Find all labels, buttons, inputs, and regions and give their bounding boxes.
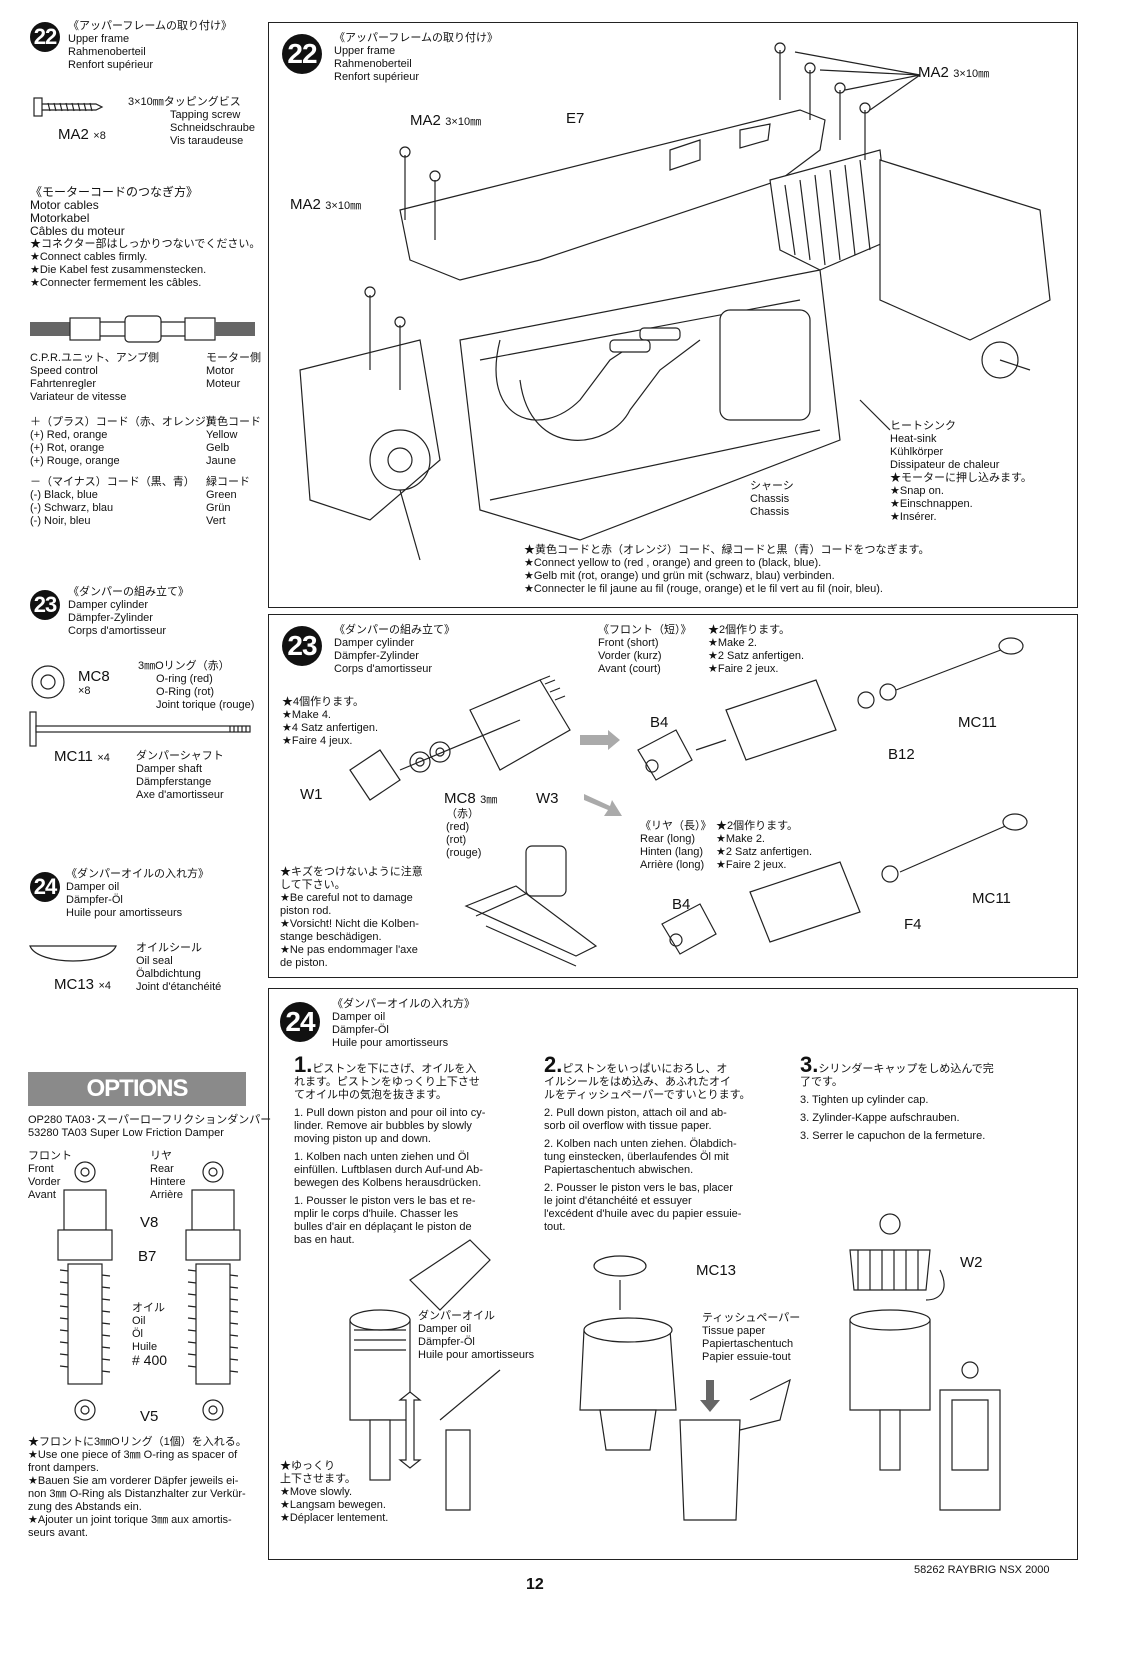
oil-seal-label: オイルシール Oil seal Öalbdichtung Joint d'éta…	[136, 942, 222, 993]
oil-step-2: 2.ピストンをいっぱいにおろし、オ イルシールをはめ込み、あふれたオイ ルをティ…	[544, 1052, 751, 1234]
step22-panel	[268, 22, 1078, 608]
ma2-label-mid: MA2 3×10㎜	[410, 112, 482, 129]
damage-warning: ★キズをつけないように注意 して下さい。 ★Be careful not to …	[280, 866, 423, 969]
step24-badge: 24	[280, 1002, 320, 1042]
screw-part-id: MA2 ×8	[58, 126, 106, 143]
mc13-part: MC13 ×4	[54, 976, 112, 993]
w1-label: W1	[300, 786, 323, 803]
options-notes: ★フロントに3㎜Oリング（1個）を入れる。 ★Use one piece of …	[28, 1436, 247, 1539]
left-step23-titles: 《ダンパーの組み立て》 Damper cylinder Dämpfer-Zyli…	[68, 586, 189, 637]
motor-cables-section: 《モーターコードのつなぎ方》 Motor cables Motorkabel C…	[30, 185, 261, 290]
damper-oil-label: ダンパーオイル Damper oil Dämpfer-Öl Huile pour…	[418, 1310, 535, 1361]
rear-damper-assembly	[661, 813, 1028, 955]
green-wire: 緑コード Green Grün Vert	[206, 476, 250, 527]
mc11-front-label: MC11	[958, 714, 997, 731]
left-step24: 24	[30, 872, 60, 902]
left-step24-titles: 《ダンパーオイルの入れ方》 Damper oil Dämpfer-Öl Huil…	[66, 868, 209, 919]
mc13-label: MC13	[696, 1262, 737, 1279]
step23-badge: 23	[282, 626, 322, 666]
front-make-note: ★2個作ります。 ★Make 2. ★2 Satz anfertigen. ★F…	[708, 624, 805, 675]
v5-label: V5	[140, 1408, 159, 1425]
b4-rear-label: B4	[672, 896, 691, 913]
oil-fill-drawing	[349, 1239, 501, 1511]
left-step22: 22	[30, 22, 60, 52]
model-code: 58262 RAYBRIG NSX 2000	[914, 1564, 1050, 1576]
speed-control-label: C.P.R.ユニット、アンプ側 Speed control Fahrtenreg…	[30, 352, 159, 403]
left-step22-titles: 《アッパーフレームの取り付け》 Upper frame Rahmenoberte…	[68, 20, 233, 71]
rear-damper-drawing	[185, 1161, 241, 1421]
tissue-label: ティッシュペーパー Tissue paper Papiertaschentuch…	[702, 1312, 801, 1363]
step22-badge: 22	[282, 34, 322, 74]
oil-seal-tissue-drawing	[579, 1255, 791, 1521]
damper-shaft-label: ダンパーシャフト Damper shaft Dämpferstange Axe …	[136, 750, 224, 801]
chassis-assembly-drawing	[299, 42, 1051, 561]
screw-label: 3×10㎜タッピングビス Tapping screw Schneidschrau…	[128, 96, 256, 147]
damper-cylinder-exploded	[349, 675, 571, 801]
heat-sink-label: ヒートシンク Heat-sink Kühlkörper Dissipateur …	[890, 420, 1032, 523]
b7-label: B7	[138, 1248, 157, 1265]
options-banner: OPTIONS	[28, 1072, 246, 1106]
v8-label: V8	[140, 1214, 159, 1231]
oil-step-3: 3.シリンダーキャップをしめ込んで完 了です。 3. Tighten up cy…	[800, 1052, 994, 1143]
e7-label: E7	[566, 110, 585, 127]
step23-titles: 《ダンパーの組み立て》 Damper cylinder Dämpfer-Zyli…	[334, 624, 455, 675]
step-number-badge: 23	[30, 590, 60, 620]
step23-panel	[268, 614, 1078, 978]
step22-wiring-notes: ★黄色コードと赤（オレンジ）コード、緑コードと黒（青）コードをつなぎます。 ★C…	[524, 544, 930, 595]
step22-titles: 《アッパーフレームの取り付け》 Upper frame Rahmenoberte…	[334, 32, 499, 83]
ma2-label-upper-right: MA2 3×10㎜	[918, 64, 990, 81]
damper-shaft-icon	[29, 711, 251, 747]
motor-side-label: モーター側 Motor Moteur	[206, 352, 261, 390]
screw-icon	[33, 97, 104, 117]
options-front: フロント Front Vorder Avant	[28, 1150, 72, 1201]
b12-label: B12	[888, 746, 915, 763]
arrow-right-icon	[580, 730, 620, 750]
step-number-badge: 22	[30, 22, 60, 52]
yellow-wire: 黄色コード Yellow Gelb Jaune	[206, 416, 261, 467]
minus-wires: －（マイナス）コード（黒、青） (-) Black, blue (-) Schw…	[30, 476, 195, 527]
options-product: OP280 TA03･スーパーローフリクションダンパー 53280 TA03 S…	[28, 1114, 272, 1139]
connector-icon	[30, 315, 255, 343]
oring-label: 3㎜Oリング（赤） O-ring (red) O-Ring (rot) Join…	[138, 660, 255, 711]
mc8-part: MC8 ×8	[78, 668, 110, 697]
options-rear: リヤ Rear Hintere Arrière	[150, 1150, 186, 1201]
cylinder-cap-drawing	[849, 1213, 1001, 1511]
rear-long: 《リヤ（長）》 Rear (long) Hinten (lang) Arrièr…	[640, 820, 712, 871]
rear-make-note: ★2個作ります。 ★Make 2. ★2 Satz anfertigen. ★F…	[716, 820, 813, 871]
w2-label: W2	[960, 1254, 983, 1271]
mc8-label: MC8 3㎜ （赤） (red) (rot) (rouge)	[444, 790, 498, 859]
b4-front-label: B4	[650, 714, 669, 731]
oil-seal-icon	[29, 945, 117, 962]
oring-icon	[31, 665, 65, 699]
front-damper-assembly	[637, 637, 1024, 781]
step24-panel	[268, 988, 1078, 1560]
oil-step-1: 1.ピストンを下にさげ、オイルを入 れます。ピストンをゆっくり上下させ てオイル…	[294, 1052, 486, 1247]
move-slowly-note: ★ゆっくり 上下させます。 ★Move slowly. ★Langsam bew…	[280, 1460, 389, 1524]
plus-wires: ＋（プラス）コード（赤、オレンジ） (+) Red, orange (+) Ro…	[30, 416, 217, 467]
f4-label: F4	[904, 916, 922, 933]
mc11-part: MC11 ×4	[54, 748, 110, 765]
chassis-label: シャーシ Chassis Chassis	[750, 480, 794, 518]
page-number: 12	[526, 1576, 544, 1593]
step-number-badge: 24	[30, 872, 60, 902]
make4-note: ★4個作ります。 ★Make 4. ★4 Satz anfertigen. ★F…	[282, 696, 379, 747]
oil-grade: オイル Oil Öl Huile # 400	[132, 1302, 168, 1368]
arrow-down-right-icon	[584, 794, 622, 816]
pliers-warning-drawing	[464, 845, 598, 967]
front-short: 《フロント（短）》 Front (short) Vorder (kurz) Av…	[598, 624, 692, 675]
mc11-rear-label: MC11	[972, 890, 1011, 907]
ma2-label-left: MA2 3×10㎜	[290, 196, 362, 213]
left-step23: 23	[30, 590, 60, 620]
step24-titles: 《ダンパーオイルの入れ方》 Damper oil Dämpfer-Öl Huil…	[332, 998, 475, 1049]
front-damper-drawing	[57, 1161, 113, 1421]
w3-label: W3	[536, 790, 559, 807]
